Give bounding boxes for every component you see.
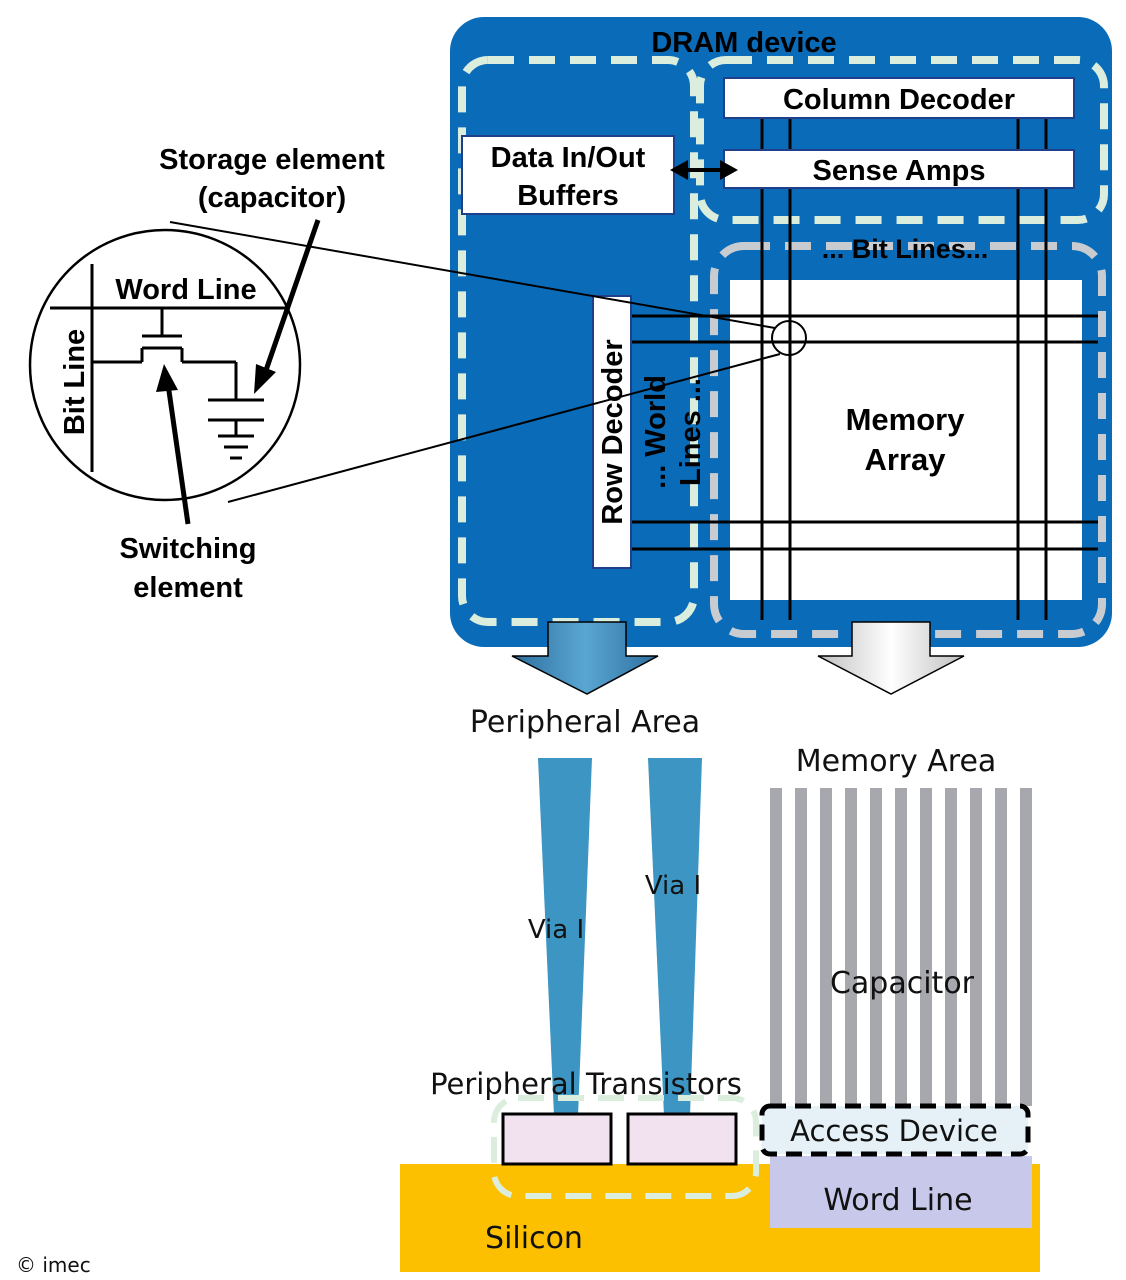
via-left-label: Via I (528, 915, 584, 945)
cell-schematic (50, 264, 290, 472)
word-lines-label-2: Lines ... (675, 378, 707, 486)
transistor-right (626, 1112, 738, 1166)
switching-arrow (156, 364, 191, 525)
peripheral-transistors-label: Peripheral Transistors (430, 1067, 742, 1101)
bit-lines (760, 118, 1048, 620)
row-decoder-label: Row Decoder (597, 339, 629, 524)
switching-element-label-2: element (133, 572, 243, 604)
column-decoder-box (723, 77, 1075, 119)
memory-array-label-1: Memory (846, 402, 966, 437)
word-lines (632, 314, 1098, 551)
bit-lines-label: ... Bit Lines... (822, 234, 989, 264)
sense-amps-box (723, 149, 1075, 189)
row-decoder-box (592, 295, 632, 569)
data-buffers-label-2: Buffers (517, 180, 619, 212)
storage-arrow (254, 219, 321, 394)
via-left (538, 758, 592, 1116)
storage-element-label-1: Storage element (159, 144, 385, 176)
peripheral-transistors-region (491, 1095, 759, 1199)
decoder-dashed-region (696, 56, 1108, 224)
dram-device-title: DRAM device (651, 27, 836, 59)
cross-section-word-line-label: Word Line (823, 1183, 972, 1218)
via-right (648, 758, 702, 1116)
callout-line-bottom (227, 353, 781, 503)
data-buffers-label-1: Data In/Out (491, 142, 646, 174)
schematic-bit-line-label: Bit Line (59, 329, 91, 435)
silicon-label: Silicon (485, 1221, 583, 1256)
sense-amps-label: Sense Amps (813, 155, 986, 187)
memory-down-arrow (817, 621, 965, 695)
data-buffers-box (461, 135, 675, 215)
access-device-box (759, 1103, 1031, 1157)
capacitor-label: Capacitor (830, 966, 975, 1001)
buffers-senseamps-arrow (670, 160, 738, 180)
memory-area-label: Memory Area (796, 744, 997, 779)
switching-element-label-1: Switching (120, 533, 257, 565)
copyright-text: © imec (16, 1253, 91, 1277)
via-right-label: Via I (645, 871, 701, 901)
peripheral-area-label: Peripheral Area (470, 705, 700, 740)
transistor-left (501, 1112, 613, 1166)
column-decoder-label: Column Decoder (783, 84, 1015, 116)
capacitor-pillars (770, 788, 1032, 1106)
storage-element-label-2: (capacitor) (198, 182, 346, 214)
cell-highlight-circle (771, 320, 807, 356)
access-device-label: Access Device (790, 1114, 998, 1148)
peripheral-down-arrow (511, 621, 659, 695)
schematic-word-line-label: Word Line (115, 274, 256, 306)
cell-zoom-circle (28, 228, 302, 502)
word-lines-label-1: ... World (640, 375, 672, 489)
memory-array-box (730, 280, 1082, 600)
memory-array-label-2: Array (865, 442, 947, 477)
word-line-block (770, 1156, 1032, 1228)
callout-line-top (169, 221, 776, 329)
